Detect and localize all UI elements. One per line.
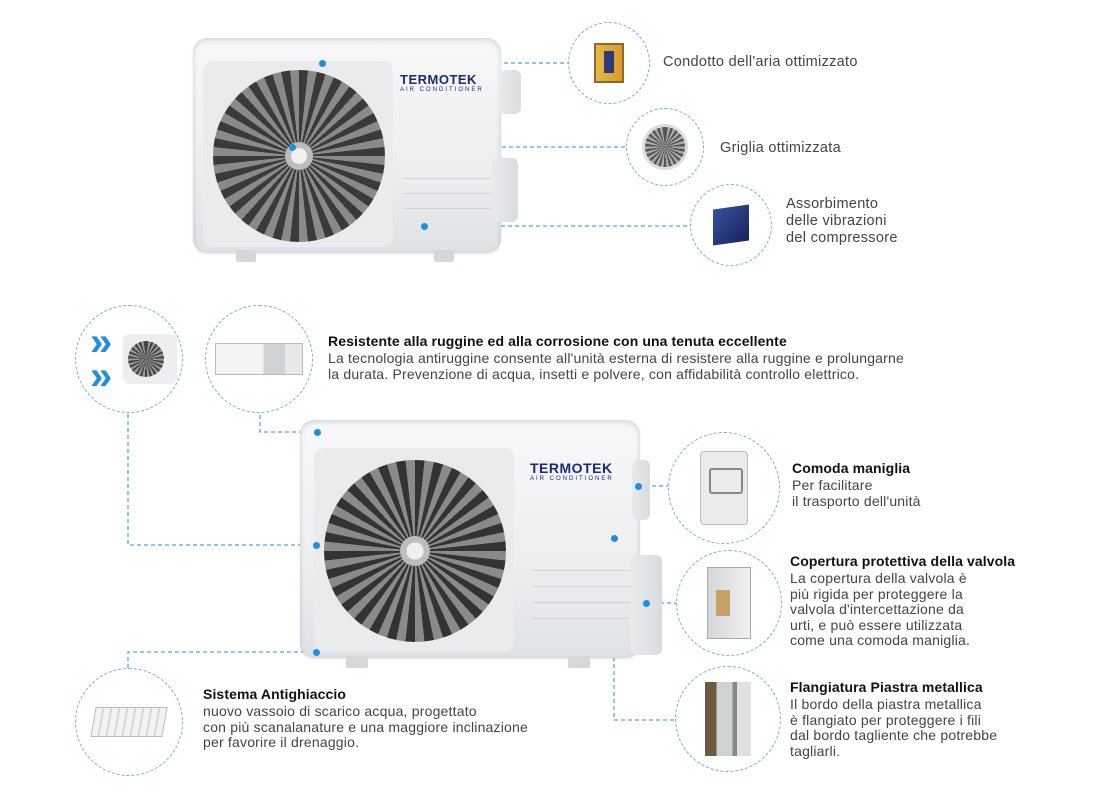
unit-foot xyxy=(434,250,454,262)
feature-circle-handle xyxy=(668,432,780,544)
small-unit-icon xyxy=(123,334,177,384)
feature-circle-air-duct xyxy=(568,22,650,104)
feature-circle-valve xyxy=(676,550,782,656)
feature-circle-antifreeze xyxy=(75,668,183,776)
feature-circle-unit-thumb xyxy=(75,305,183,413)
side-panel-vent xyxy=(532,618,632,619)
side-panel-vent xyxy=(403,193,491,194)
feature-circle-flange xyxy=(675,666,781,772)
feature-text-rust: Resistente alla ruggine ed alla corrosio… xyxy=(328,333,905,382)
connector-dot xyxy=(421,223,428,230)
connector-dot xyxy=(635,483,642,490)
air-duct-icon xyxy=(594,43,624,83)
grille-icon xyxy=(642,124,688,170)
top-unit-handle xyxy=(499,70,521,114)
connector-dot xyxy=(314,429,321,436)
feature-label-grille: Griglia ottimizzata xyxy=(720,140,841,156)
feature-text-valve: Copertura protettiva della valvola La co… xyxy=(790,553,1016,648)
feature-circle-compressor xyxy=(690,184,772,266)
side-panel-vent xyxy=(532,602,632,603)
fan-hub xyxy=(400,536,430,566)
unit-foot xyxy=(346,656,368,668)
chevron-right-icon: » xyxy=(90,320,113,364)
connector-dot xyxy=(313,649,320,656)
unit-foot xyxy=(568,656,590,668)
feature-text-antifreeze: Sistema Antighiaccio nuovo vassoio di sc… xyxy=(203,686,529,750)
feature-label-air-duct: Condotto dell'aria ottimizzato xyxy=(663,54,858,70)
bottom-unit-handle xyxy=(632,460,650,520)
feature-circle-grille xyxy=(626,108,704,186)
side-panel-vent xyxy=(532,586,632,587)
top-unit-handle xyxy=(492,158,518,222)
feature-label-compressor: Assorbimento delle vibrazioni del compre… xyxy=(786,196,898,246)
handle-icon xyxy=(700,451,748,525)
connector-dot xyxy=(643,600,650,607)
drain-tray-icon xyxy=(90,707,168,737)
panel-section-icon xyxy=(215,343,303,375)
chevron-right-icon: » xyxy=(90,354,113,398)
connector-dot xyxy=(289,144,296,151)
connector-dot xyxy=(313,542,320,549)
side-panel-vent xyxy=(403,208,491,209)
unit-foot xyxy=(236,250,256,262)
valve-cover-icon xyxy=(707,567,751,639)
feature-text-handle: Comoda maniglia Per facilitare il traspo… xyxy=(792,460,921,509)
side-panel-vent xyxy=(532,570,632,571)
connector-dot xyxy=(319,60,326,67)
compressor-absorber-icon xyxy=(713,204,749,246)
metal-plate-icon xyxy=(705,682,751,756)
feature-circle-rust xyxy=(205,305,313,413)
feature-text-flange: Flangiatura Piastra metallica Il bordo d… xyxy=(790,679,998,759)
connector-dot xyxy=(611,535,618,542)
side-panel-vent xyxy=(403,178,491,179)
